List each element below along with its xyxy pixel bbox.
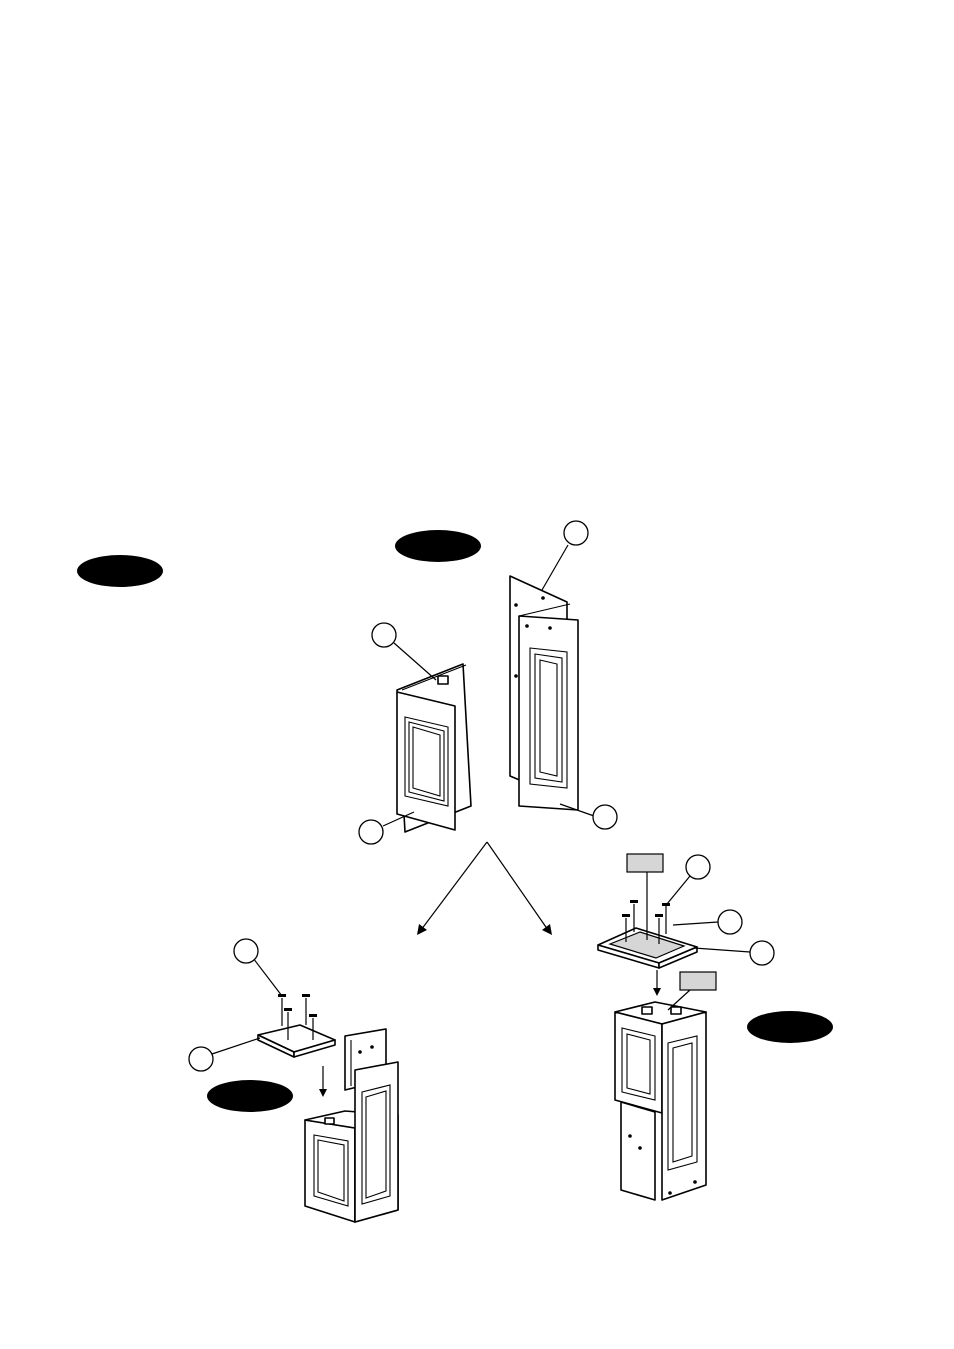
callout-circle [233, 938, 259, 964]
screws-right [622, 900, 670, 944]
part-tag [679, 971, 717, 991]
callout-circle [371, 622, 397, 648]
callout-circle [749, 940, 775, 966]
callout-circle [592, 804, 618, 830]
small-side-panel-assembly [396, 663, 472, 833]
callout-circle [563, 520, 589, 546]
step-badge [207, 1080, 293, 1112]
small-cabinet [304, 1028, 399, 1223]
step-badge [747, 1011, 833, 1043]
callout-circle [358, 819, 384, 845]
top-board-left [257, 998, 336, 1058]
tall-side-panel-assembly [509, 575, 579, 811]
callout-circle [188, 1046, 214, 1072]
screws-left [278, 994, 317, 1017]
callout-circle [685, 854, 711, 880]
direction-arrows [417, 841, 552, 935]
down-arrow-left [319, 1066, 327, 1097]
top-board-right [597, 927, 698, 969]
step-badge [77, 555, 163, 587]
step-badge [395, 530, 481, 562]
tall-cabinet [614, 1001, 707, 1201]
down-arrow-right [653, 970, 661, 996]
part-tag [626, 853, 664, 873]
callout-circle [717, 909, 743, 935]
